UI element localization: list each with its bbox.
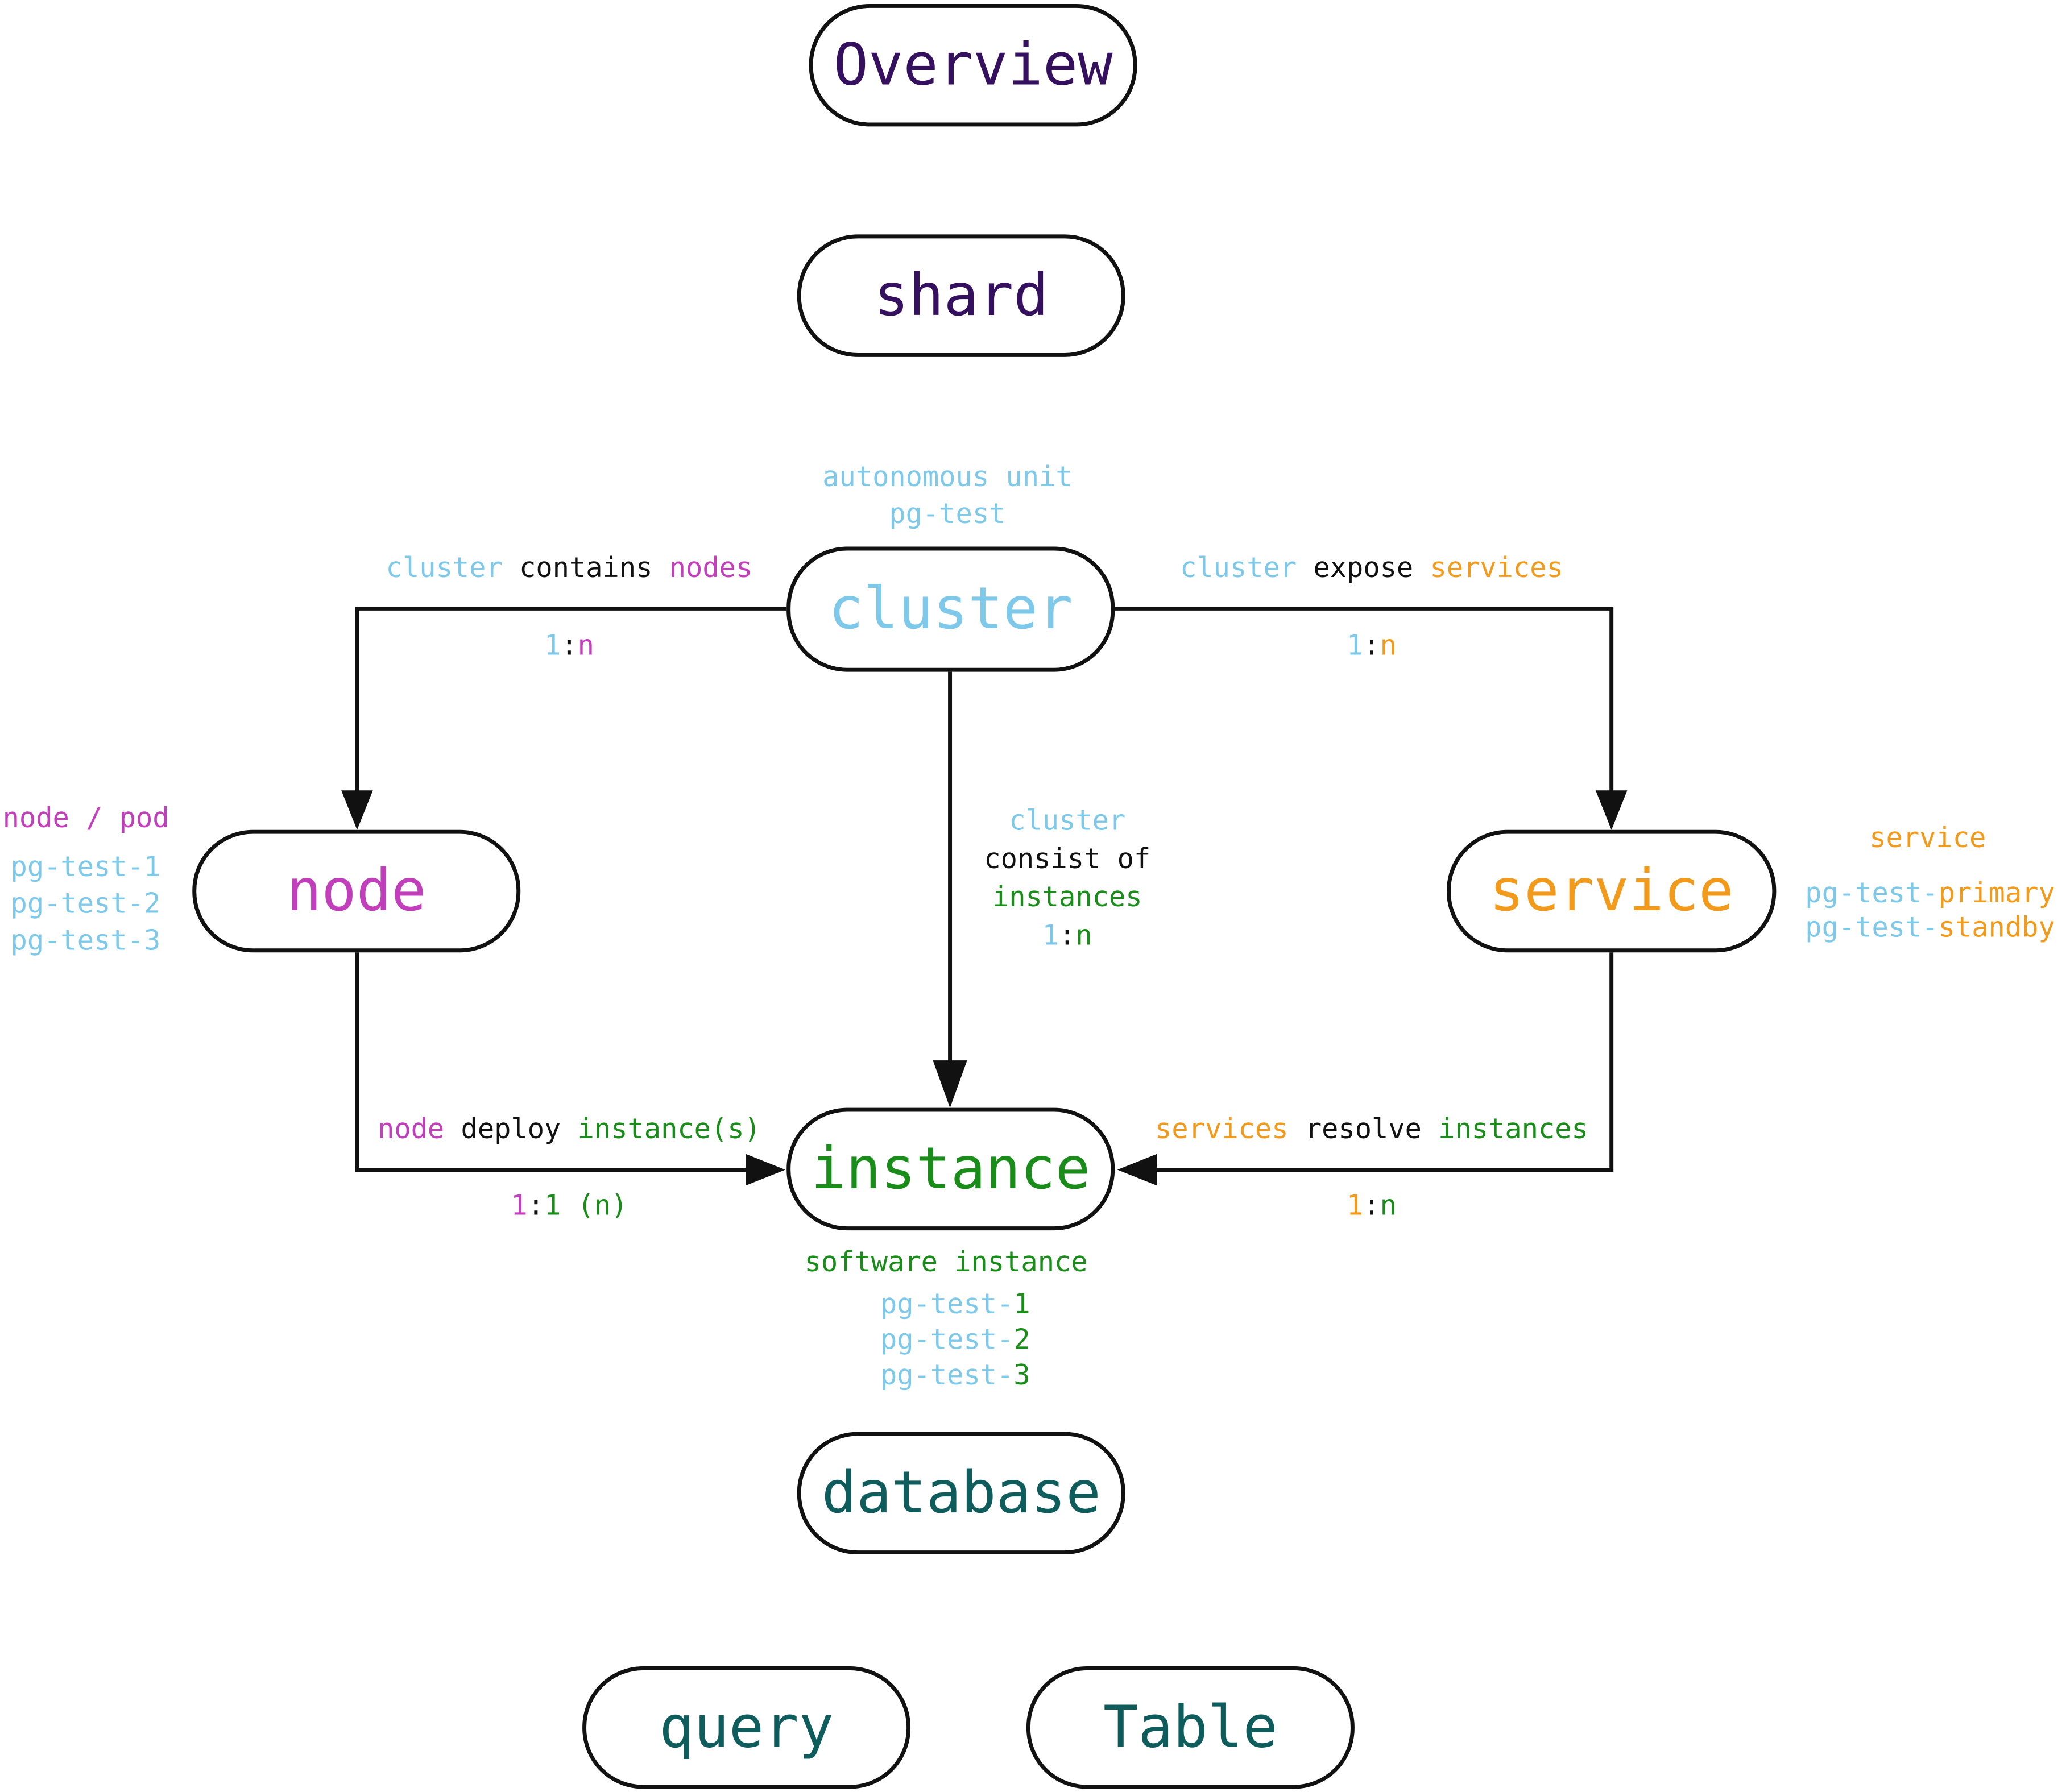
- deploy-ratio-right: 1 (n): [544, 1189, 628, 1221]
- node-item: pg-test-1: [10, 851, 161, 883]
- expose-subject: cluster: [1180, 551, 1297, 584]
- overview-node[interactable]: Overview: [809, 3, 1137, 127]
- service-item-role: primary: [1938, 877, 2055, 909]
- service-item-prefix: pg-test-: [1805, 877, 1939, 909]
- edge-cluster-node: [355, 606, 787, 796]
- service-item-role: standby: [1938, 911, 2055, 943]
- expose-ratio-colon: :: [1363, 629, 1380, 662]
- cluster-label: cluster: [828, 575, 1073, 642]
- edge-ratio-resolve: 1:n: [1347, 1187, 1397, 1224]
- cluster-desc-line-1: autonomous unit: [822, 461, 1073, 493]
- overview-label: Overview: [833, 31, 1113, 98]
- consist-ratio: 1:n: [984, 917, 1150, 955]
- instance-item: pg-test-3: [880, 1358, 1030, 1394]
- database-node[interactable]: database: [797, 1432, 1125, 1555]
- instance-item-index: 2: [1013, 1324, 1030, 1356]
- table-node[interactable]: Table: [1026, 1666, 1355, 1789]
- arrowhead-instance-left: [746, 1154, 785, 1186]
- node-items: pg-test-1 pg-test-2 pg-test-3: [11, 848, 161, 959]
- consist-line-1: cluster: [1009, 804, 1126, 837]
- contains-ratio-left: 1: [544, 629, 561, 662]
- edge-label-consist: cluster consist of instances 1:n: [984, 802, 1150, 955]
- instance-item-index: 3: [1013, 1359, 1030, 1391]
- edge-label-contains: cluster contains nodes: [386, 549, 753, 586]
- arrowhead-service: [1595, 790, 1628, 830]
- resolve-verb: resolve: [1288, 1113, 1439, 1145]
- instance-node[interactable]: instance: [786, 1107, 1115, 1231]
- consist-line-3: instances: [992, 881, 1142, 913]
- service-item-prefix: pg-test-: [1805, 911, 1939, 943]
- resolve-subject: services: [1155, 1113, 1289, 1145]
- deploy-ratio-colon: :: [527, 1189, 545, 1221]
- expose-verb: expose: [1297, 551, 1430, 584]
- resolve-ratio-colon: :: [1363, 1189, 1380, 1221]
- deploy-ratio-left: 1: [511, 1189, 528, 1221]
- arrowhead-instance-top: [933, 1060, 967, 1108]
- expose-object: services: [1430, 551, 1563, 584]
- expose-ratio-left: 1: [1347, 629, 1364, 662]
- node-description: node / pod: [2, 802, 169, 834]
- database-label: database: [821, 1459, 1101, 1526]
- instance-item-prefix: pg-test-: [880, 1288, 1014, 1320]
- contains-subject: cluster: [386, 551, 503, 584]
- contains-object: nodes: [669, 551, 753, 584]
- cluster-desc-line-2: pg-test: [889, 497, 1006, 530]
- edge-ratio-deploy: 1:1 (n): [511, 1187, 627, 1224]
- edge-label-expose: cluster expose services: [1180, 549, 1563, 586]
- edge-node-instance: [355, 952, 754, 1172]
- instance-label: instance: [811, 1135, 1091, 1202]
- instance-item-prefix: pg-test-: [880, 1359, 1014, 1391]
- shard-node[interactable]: shard: [797, 234, 1125, 357]
- contains-ratio-right: n: [577, 629, 594, 662]
- contains-verb: contains: [502, 551, 669, 584]
- edge-label-resolve: services resolve instances: [1155, 1110, 1588, 1147]
- deploy-subject: node: [378, 1113, 445, 1145]
- node-node[interactable]: node: [192, 829, 521, 953]
- node-item: pg-test-3: [10, 924, 161, 957]
- deploy-object: instance(s): [577, 1113, 761, 1145]
- edge-label-deploy: node deploy instance(s): [378, 1110, 761, 1147]
- service-item: pg-test-standby: [1805, 910, 2055, 944]
- cluster-description: autonomous unit pg-test: [822, 458, 1072, 532]
- consist-ratio-left: 1: [1042, 919, 1059, 951]
- service-items: pg-test-primary pg-test-standby: [1805, 876, 2055, 944]
- arrowhead-node: [341, 790, 373, 830]
- edge-ratio-contains: 1:n: [544, 627, 594, 664]
- edge-cluster-service: [1115, 606, 1614, 796]
- resolve-ratio-right: n: [1380, 1189, 1397, 1221]
- service-label: service: [1489, 857, 1734, 924]
- query-node[interactable]: query: [582, 1666, 911, 1789]
- service-node[interactable]: service: [1447, 829, 1777, 953]
- instance-item: pg-test-1: [880, 1287, 1030, 1323]
- query-label: query: [659, 1693, 834, 1761]
- contains-ratio-colon: :: [561, 629, 578, 662]
- deploy-verb: deploy: [444, 1113, 578, 1145]
- node-item: pg-test-2: [10, 887, 161, 920]
- service-description: service: [1869, 822, 1986, 854]
- service-item: pg-test-primary: [1805, 876, 2055, 910]
- instance-description: software instance: [804, 1246, 1088, 1278]
- consist-ratio-right: n: [1075, 919, 1092, 951]
- resolve-object: instances: [1438, 1113, 1588, 1145]
- table-label: Table: [1103, 1693, 1278, 1761]
- arrowhead-instance-right: [1117, 1154, 1157, 1186]
- instance-item: pg-test-2: [880, 1322, 1030, 1358]
- resolve-ratio-left: 1: [1347, 1189, 1364, 1221]
- cluster-node[interactable]: cluster: [786, 546, 1115, 672]
- expose-ratio-right: n: [1380, 629, 1397, 662]
- edge-service-instance: [1152, 952, 1614, 1172]
- instance-item-prefix: pg-test-: [880, 1324, 1014, 1356]
- consist-line-2: consist of: [984, 843, 1151, 875]
- instance-items: pg-test-1 pg-test-2 pg-test-3: [880, 1287, 1030, 1394]
- instance-item-index: 1: [1013, 1288, 1030, 1320]
- edge-ratio-expose: 1:n: [1347, 627, 1397, 664]
- consist-ratio-colon: :: [1059, 919, 1076, 951]
- shard-label: shard: [873, 261, 1049, 329]
- node-label: node: [286, 857, 427, 924]
